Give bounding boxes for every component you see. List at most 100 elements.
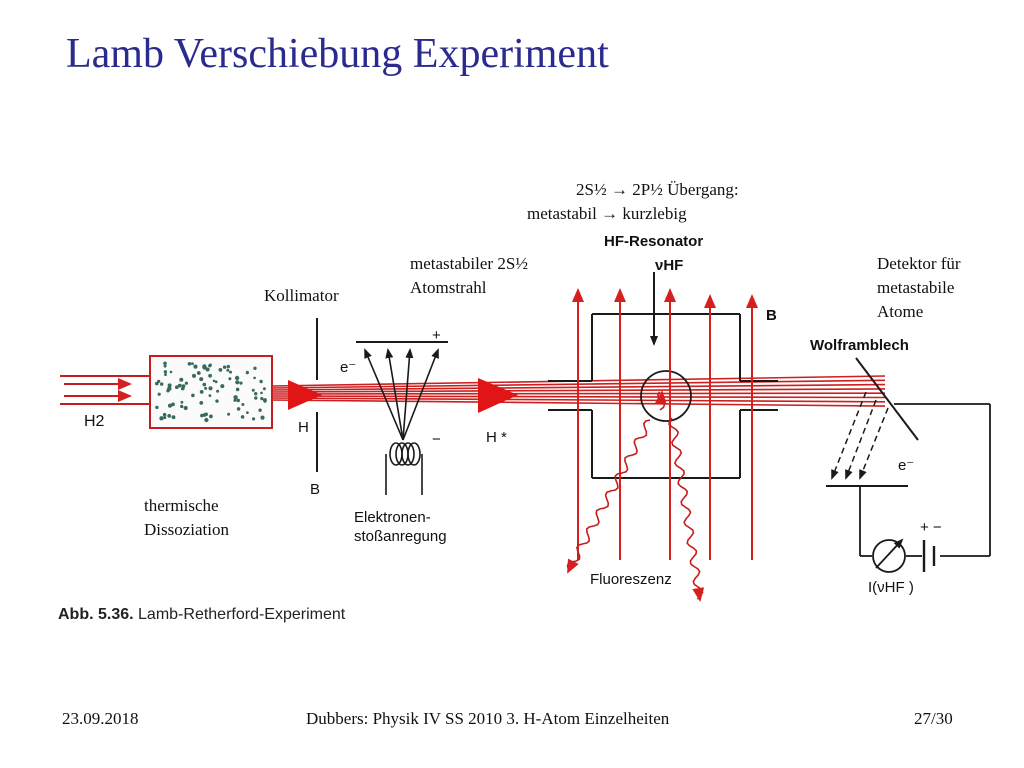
hydrogen-atom-dot [227,412,231,416]
hydrogen-atom-dot [236,398,240,403]
electron-rays [364,348,439,441]
hydrogen-atom-dot [212,379,216,383]
hydrogen-atom-dot [169,370,173,374]
hydrogen-atoms-dots [155,361,267,423]
hydrogen-atom-dot [209,414,213,419]
tungsten-plate [855,357,919,441]
hydrogen-atom-dot [253,366,257,370]
transition-label-line2: metastabil → kurzlebig [527,204,687,223]
hydrogen-atom-dot [252,417,256,421]
hydrogen-atom-dot [202,382,207,387]
hydrogen-atom-dot [226,368,230,372]
hydrogen-atom-dot [222,365,227,369]
h2-inflow-arrows [64,378,132,402]
b-collimator-label: B [310,481,321,498]
b-field-label: B [766,307,777,324]
hydrogen-atom-dot [163,416,167,420]
hydrogen-atom-dot [192,373,196,378]
hydrogen-atom-dot [191,362,194,366]
hydrogen-atom-dot [259,379,263,384]
hydrogen-atom-dot [166,389,170,393]
hydrogen-atom-dot [251,388,255,392]
slide-title: Lamb Verschiebung Experiment [66,31,609,77]
hydrogen-atom-dot [162,412,167,417]
hydrogen-atom-dot [245,371,249,375]
hydrogen-atom-dot [167,403,173,408]
hydrogen-atom-dot [180,404,184,408]
hydrogen-atom-dot [235,387,240,392]
electron-label-left: e⁻ [340,359,357,376]
hydrogen-atom-dot [175,385,179,390]
hydrogen-atom-dot [204,386,208,390]
hydrogen-atom-dot [208,364,212,368]
kollimator-label: Kollimator [264,286,339,305]
hydrogen-atom-dot [199,377,204,382]
hydrogen-atom-dot [254,396,258,400]
hydrogen-atom-dot [164,373,167,376]
hydrogen-atom-dot [157,392,161,396]
secondary-electron-paths [831,391,889,480]
hydrogen-atom-dot [180,400,184,404]
h2-inlet-tube [60,375,150,405]
electron-label-right: e⁻ [898,457,915,474]
hydrogen-atom-dot [236,407,241,411]
magnet-poles [548,313,778,479]
hf-interaction-region [640,370,692,422]
h-atom-label: H [298,419,309,436]
hydrogen-atom-dot [228,377,232,381]
hydrogen-atom-dot [208,394,212,397]
magnetic-field-arrows [572,288,758,560]
hydrogen-atom-dot [216,389,220,393]
hydrogen-atom-dot [218,368,223,372]
hydrogen-atom-dot [233,395,238,400]
hydrogen-atom-dot [160,382,164,386]
hydrogen-atom-dot [215,399,219,403]
hydrogen-atom-dot [253,376,256,380]
fluorescence-photons [566,390,705,602]
hydrogen-atom-dot [234,375,240,381]
hydrogen-atom-dot [220,384,225,389]
hydrogen-atom-dot [205,367,210,372]
footer-date: 23.09.2018 [62,709,139,728]
caption-text: Lamb-Retherford-Experiment [138,606,346,623]
hydrogen-atom-dot [239,381,243,385]
electron-impact-label-line2: stoßanregung [354,528,447,545]
hydrogen-atom-dot [233,398,237,402]
hydrogen-atom-dot [181,384,186,388]
hydrogen-atom-dot [163,370,168,374]
plus-label-left: + [432,327,441,344]
caption-number: Abb. 5.36. [58,606,134,623]
metastable-beam-label-line1: metastabiler 2S½ [410,254,529,273]
footer-course: Dubbers: Physik IV SS 2010 3. H-Atom Ein… [306,709,670,728]
hf-resonator-label: HF-Resonator [604,233,704,250]
hydrogen-atom-dot [171,415,176,420]
hydrogen-atom-dot [202,364,207,369]
hydrogen-atom-dot [187,362,192,366]
figure-caption: Abb. 5.36. Lamb-Retherford-Experiment [58,606,345,624]
fluoreszenz-label: Fluoreszenz [590,571,672,588]
electron-impact-label-line1: Elektronen- [354,509,431,526]
hydrogen-atom-dot [163,361,167,366]
plus-minus-label: + − [920,519,942,536]
hydrogen-atom-dot [260,397,264,401]
hydrogen-atom-dot [167,414,172,418]
fluorescence-arrowhead [567,558,579,574]
beam-direction-marker-2 [478,378,518,413]
detector-label-line3: Atome [877,302,924,321]
hydrogen-atom-dot [240,415,245,419]
hydrogen-atom-dot [193,364,198,369]
hydrogen-atom-dot [196,371,201,375]
hydrogen-atom-dot [260,391,263,395]
ammeter-icon [872,538,906,573]
detector-circuit [859,403,991,572]
hydrogen-atom-dot [246,411,249,414]
hydrogen-atom-dot [155,405,159,410]
hydrogen-atom-dot [200,413,204,418]
transition-label-line1: 2S½ → 2P½ Übergang: [576,180,739,199]
hydrogen-atom-dot [155,381,159,386]
hydrogen-atom-dot [241,403,245,406]
hydrogen-atom-dot [179,384,182,387]
hydrogen-atom-dot [214,380,218,384]
hydrogen-atom-dot [184,381,188,385]
